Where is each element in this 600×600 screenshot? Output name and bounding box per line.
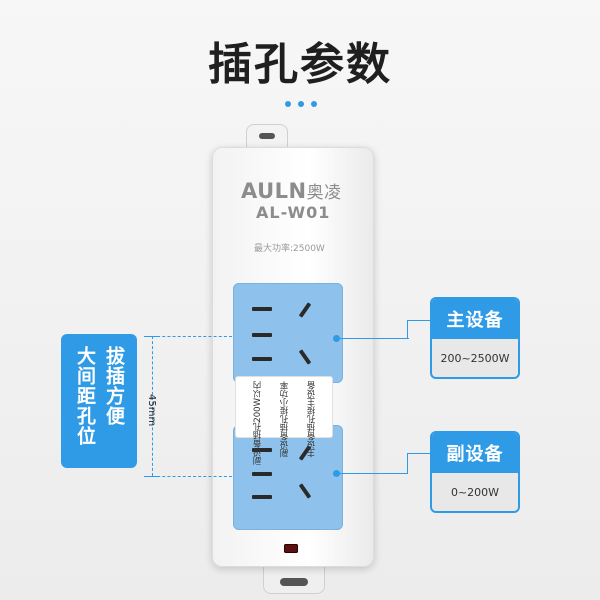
note-line-1: 拔插方便 <box>103 346 125 426</box>
page-title: 插孔参数 <box>208 39 392 90</box>
spacing-note-bubble: 拔插方便 大间距孔位 <box>61 334 137 468</box>
note-line-2: 大间距孔位 <box>74 346 96 446</box>
brand-logo: AULN奥凌 <box>241 178 342 203</box>
dimension-tick-bottom <box>144 476 158 477</box>
sub-device-range: 0~200W <box>450 485 500 499</box>
label-line: 副设备插孔接小功率 <box>280 381 290 458</box>
socket-slot <box>252 472 272 476</box>
dimension-leader-bottom <box>152 476 232 477</box>
socket-slot <box>252 495 272 499</box>
label-line: 副设备插孔200W以内 <box>253 381 263 466</box>
usage-label-card: 主设备插孔接主设备 副设备插孔接小功率 副设备插孔200W以内 <box>236 377 332 465</box>
socket-slot <box>298 349 312 365</box>
dimension-line <box>152 336 153 476</box>
main-device-range: 200~2500W <box>440 351 510 365</box>
title-decoration-dots <box>285 101 317 107</box>
dot-icon <box>285 101 291 107</box>
connector-line <box>407 320 431 321</box>
power-indicator-light <box>284 544 298 553</box>
main-device-callout: 主设备 200~2500W <box>430 297 520 379</box>
dot-icon <box>311 101 317 107</box>
sub-socket-panel <box>233 425 343 530</box>
brand-en: AULN <box>241 179 307 203</box>
connector-line <box>407 453 431 454</box>
sub-device-title: 副设备 <box>432 433 518 473</box>
connector-line <box>338 338 408 339</box>
main-device-title: 主设备 <box>432 299 518 339</box>
dimension-leader-top <box>152 336 232 337</box>
socket-slot <box>298 302 312 318</box>
connector-dot <box>333 470 340 477</box>
connector-line <box>338 473 408 474</box>
dot-icon <box>298 101 304 107</box>
socket-slot <box>252 357 272 361</box>
label-line: 主设备插孔接主设备 <box>307 381 317 458</box>
dimension-tick-top <box>144 336 158 337</box>
socket-slot <box>298 483 312 499</box>
max-power-text: 最大功率:2500W <box>254 244 325 254</box>
socket-slot <box>252 448 272 452</box>
model-number: AL-W01 <box>256 203 331 222</box>
hanging-tab-bottom <box>263 564 325 594</box>
socket-slot <box>252 333 272 337</box>
sub-device-callout: 副设备 0~200W <box>430 431 520 513</box>
socket-slot <box>252 307 272 311</box>
connector-dot <box>333 335 340 342</box>
dimension-label: 45mm <box>146 394 157 427</box>
main-socket-panel <box>233 283 343 383</box>
brand-cn: 奥凌 <box>306 183 342 203</box>
